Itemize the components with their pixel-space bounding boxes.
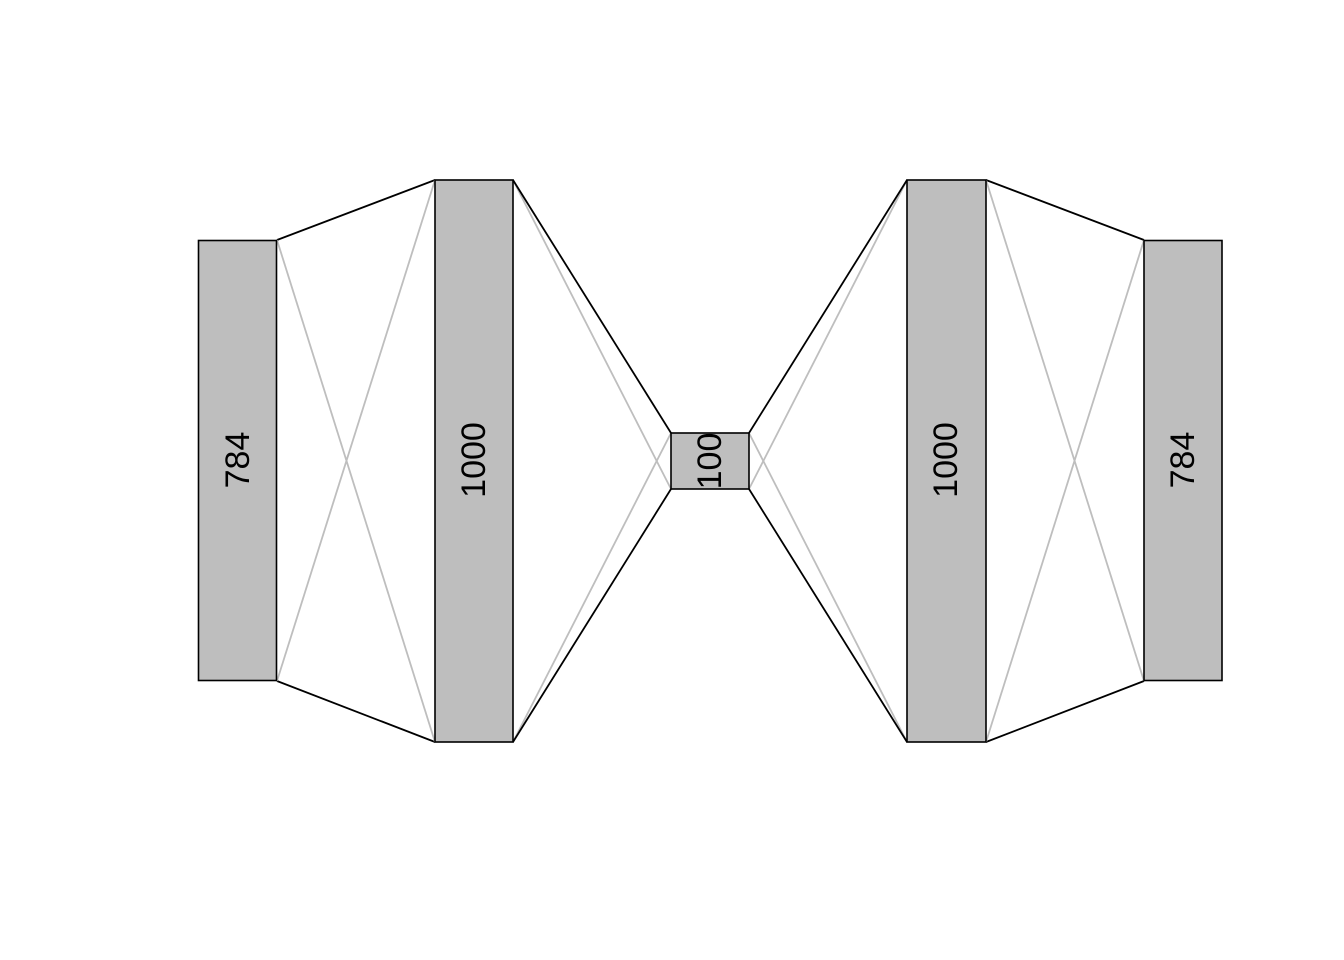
layer-output: 784 [1143, 239, 1223, 682]
edge-cross-down [276, 239, 436, 743]
edge-top [985, 179, 1145, 241]
layer-hidden-2: 1000 [906, 179, 987, 743]
edge-cross-down [512, 179, 672, 490]
edge-bottom [985, 680, 1145, 743]
edge-cross-up [276, 179, 436, 682]
edge-cross-down [748, 432, 908, 743]
layer-output-box [1143, 239, 1223, 682]
connection-1000-784 [985, 179, 1145, 743]
layer-hidden-1: 1000 [434, 179, 514, 743]
layer-input-box [197, 239, 278, 682]
connection-784-1000 [276, 179, 436, 743]
edge-bottom [276, 680, 436, 743]
layer-bottleneck-box [670, 432, 750, 490]
layer-hidden-1-label: 1000 [455, 422, 493, 498]
layer-hidden-2-box [906, 179, 987, 743]
layer-hidden-1-box [434, 179, 514, 743]
edge-bottom [512, 488, 672, 743]
edge-cross-up [985, 239, 1145, 743]
layer-input-label: 784 [219, 432, 257, 489]
connection-1000-100 [512, 179, 672, 743]
connection-100-1000 [748, 179, 908, 743]
layer-output-label: 784 [1164, 432, 1202, 489]
edge-cross-up [748, 179, 908, 490]
layer-hidden-2-label: 1000 [927, 422, 965, 498]
edge-bottom [748, 488, 908, 743]
edge-cross-down [985, 179, 1145, 682]
layer-input: 784 [197, 239, 278, 682]
edge-top [512, 179, 672, 434]
edge-top [748, 179, 908, 434]
layer-bottleneck-label: 100 [691, 433, 729, 490]
edge-top [276, 179, 436, 241]
layer-bottleneck: 100 [670, 432, 750, 490]
edge-cross-up [512, 432, 672, 743]
